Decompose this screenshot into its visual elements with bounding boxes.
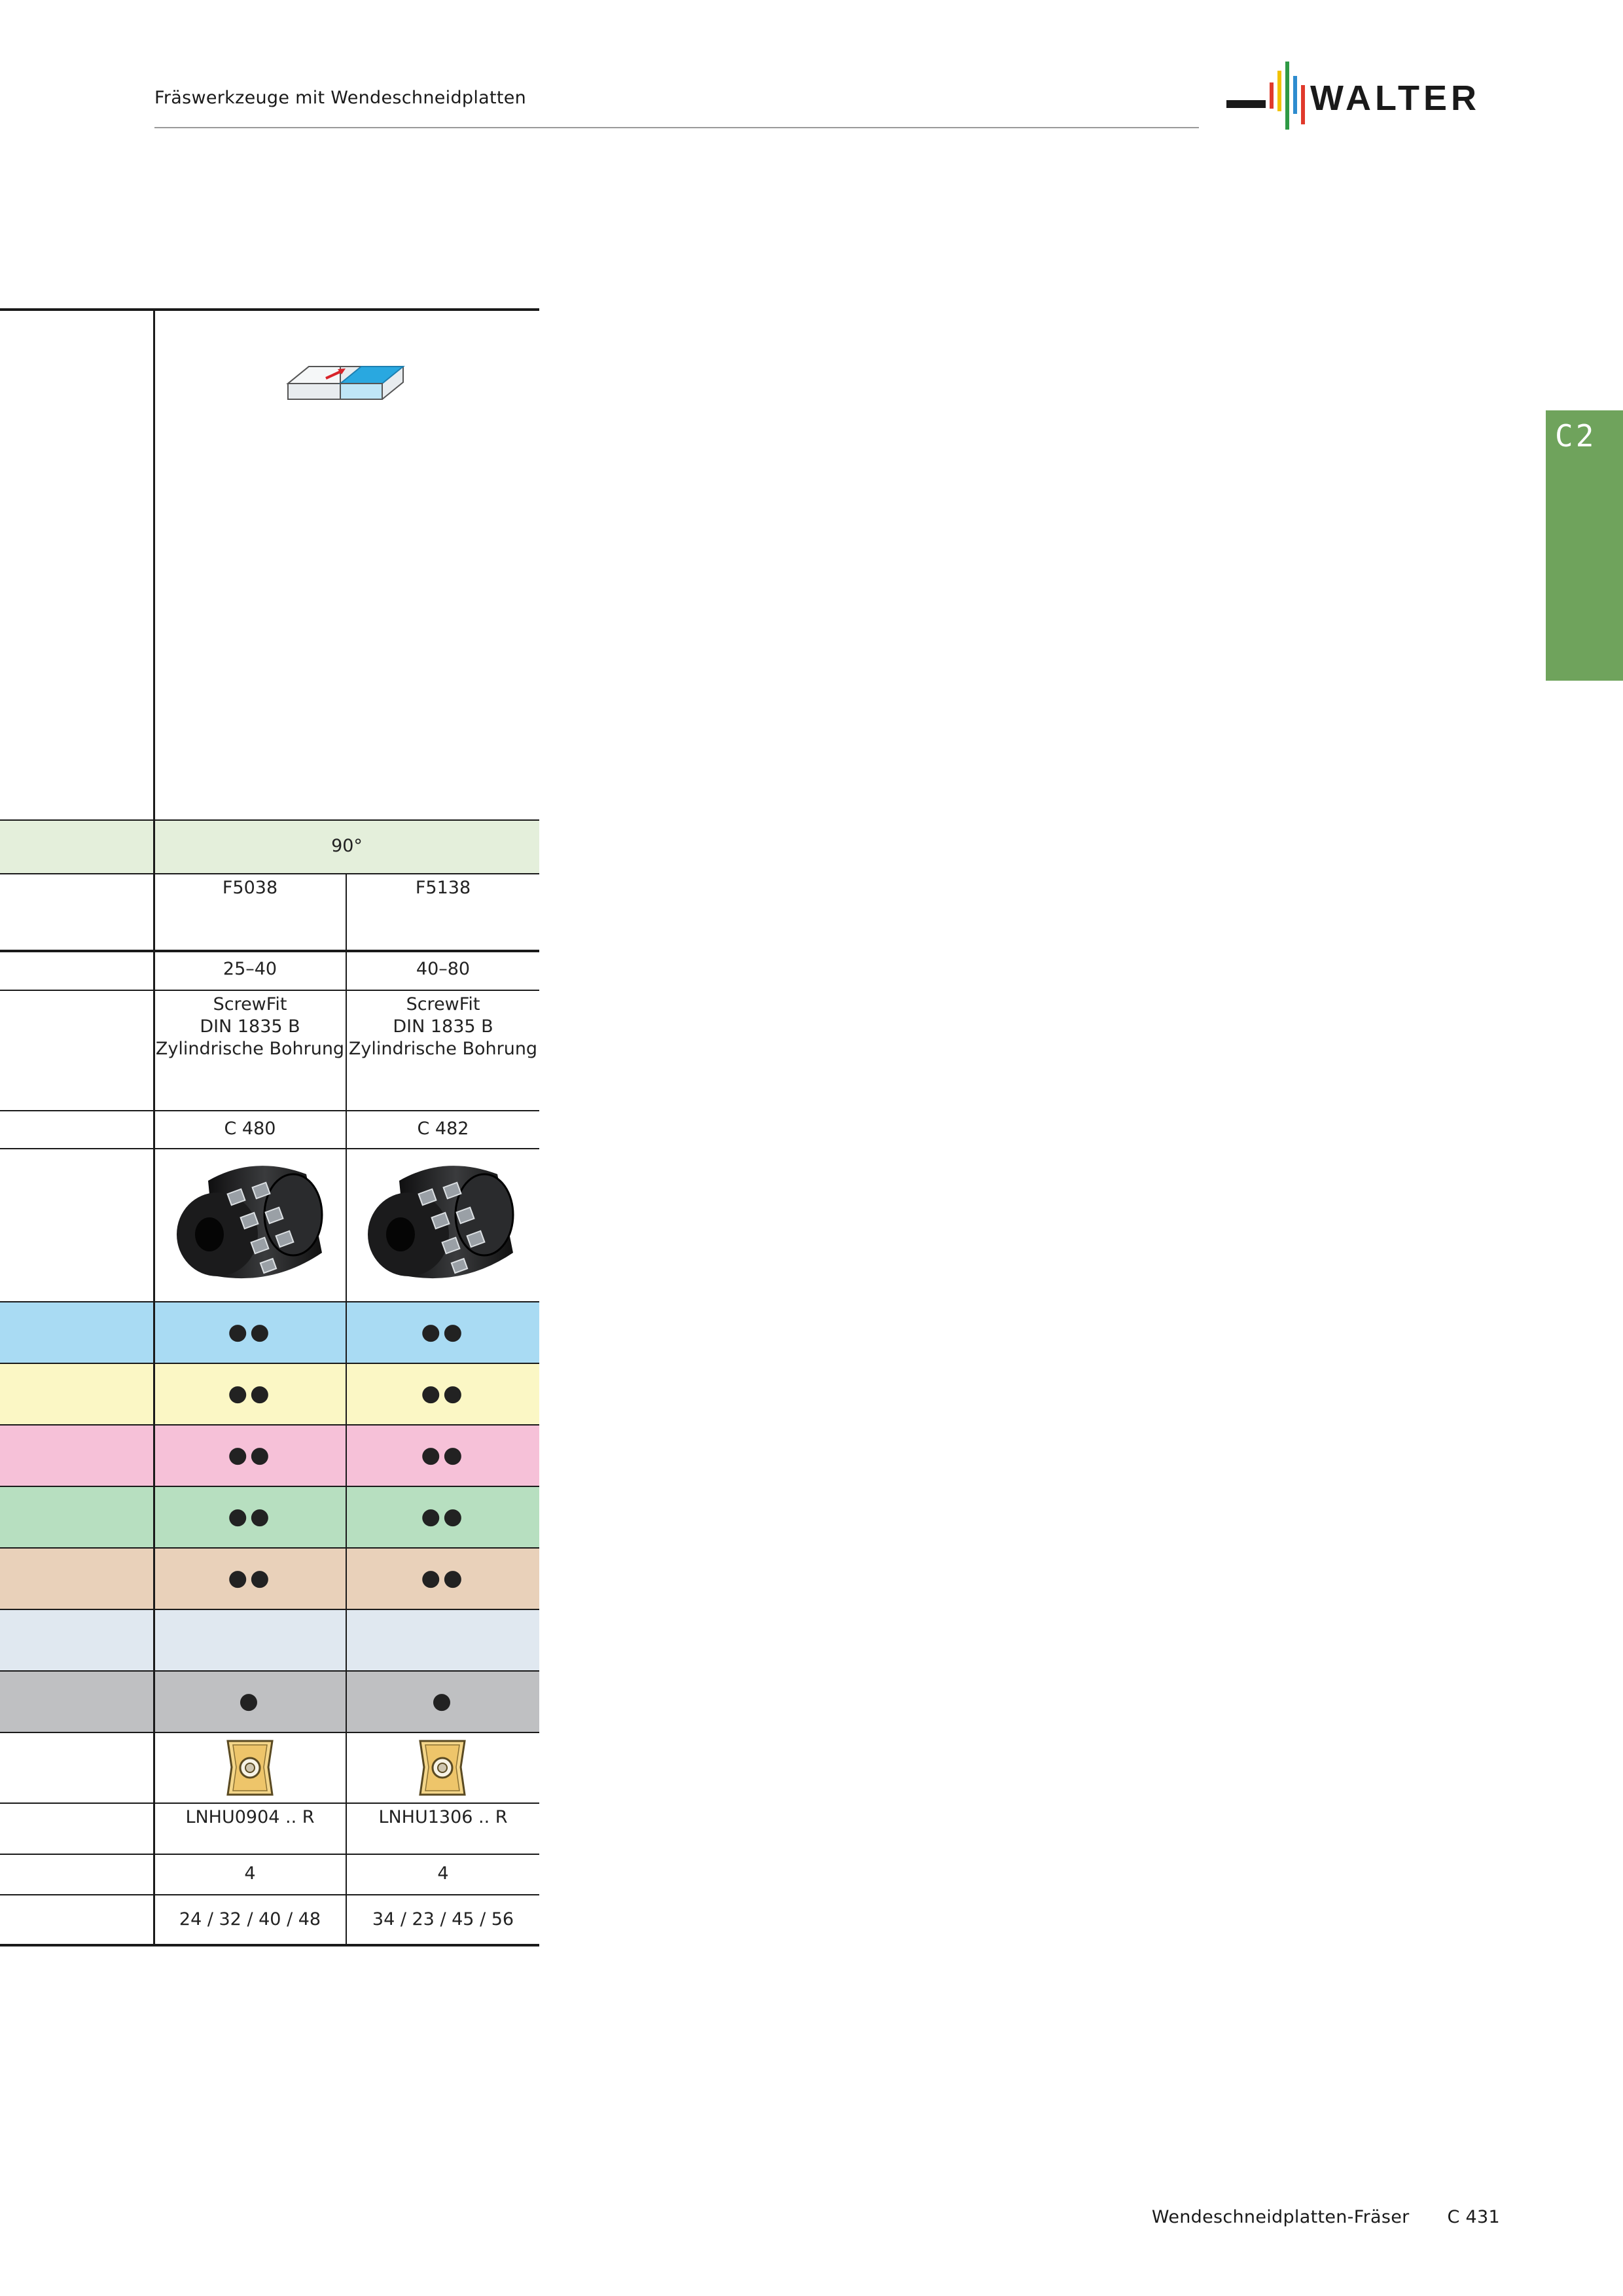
mounting-line: Zylindrische Bohrung [155,1039,345,1059]
suitability-s-1: ●● [228,1565,272,1591]
suitability-s-2: ●● [421,1565,465,1591]
row-rule [0,990,539,991]
suitability-k-2: ●● [421,1442,465,1468]
row-rule [0,873,539,874]
table-bottom-rule [0,1944,539,1946]
angle-value: 90° [331,836,363,856]
footer-section: Wendeschneidplatten-Fräser [1151,2207,1410,2227]
row-rule [0,1854,539,1855]
column-rule [153,308,155,1946]
suitability-n-2: ●● [421,1503,465,1530]
row-rule [0,1110,539,1111]
mounting-line: DIN 1835 B [393,1016,493,1037]
section-tab[interactable]: C2 [1546,410,1623,681]
material-band-o [0,1672,539,1732]
angle-band [0,821,539,873]
row-rule [0,1894,539,1895]
mounting-1: ScrewFit DIN 1835 B Zylindrische Bohrung [154,994,346,1060]
milling-cutter-image-2 [368,1166,514,1279]
row-rule [0,1732,539,1733]
row-rule [0,1148,539,1149]
material-band-m [0,1364,539,1424]
grades-2: 34 / 23 / 45 / 56 [372,1909,514,1929]
material-band-n [0,1487,539,1547]
suitability-m-1: ●● [228,1380,272,1407]
row-rule [0,1547,539,1549]
row-rule [0,950,539,952]
material-band-k [0,1426,539,1486]
row-rule [0,1670,539,1672]
section-tab-label: C2 [1555,418,1597,454]
header-rule [154,127,1199,128]
insert-icon-2 [419,1740,466,1796]
page-header-title: Fräswerkzeuge mit Wendeschneidplatten [154,88,527,108]
diameter-range-1: 25–40 [223,959,277,979]
row-rule [0,1301,539,1302]
suitability-m-2: ●● [421,1380,465,1407]
diameter-range-2: 40–80 [416,959,471,979]
mounting-line: DIN 1835 B [200,1016,300,1037]
insert-designation-2: LNHU1306 .. R [378,1807,508,1827]
material-band-h [0,1610,539,1670]
insert-icon-1 [226,1740,274,1796]
cutting-edges-2: 4 [437,1863,449,1884]
tool-code-1: F5038 [222,878,278,898]
suitability-p-1: ●● [228,1319,272,1345]
insert-designation-1: LNHU0904 .. R [185,1807,315,1827]
suitability-k-1: ●● [228,1442,272,1468]
shoulder-milling-icon [286,366,405,400]
walter-logo: WALTER [1226,62,1480,130]
mounting-line: ScrewFit [406,994,480,1014]
tool-code-2: F5138 [415,878,471,898]
row-rule [0,1609,539,1610]
row-rule [0,1803,539,1804]
grades-1: 24 / 32 / 40 / 48 [179,1909,321,1929]
row-rule [0,1486,539,1487]
row-rule [0,1363,539,1364]
cutting-edges-1: 4 [244,1863,256,1884]
milling-cutter-image-1 [177,1166,323,1279]
mounting-line: ScrewFit [213,994,287,1014]
brand-text: WALTER [1310,79,1480,118]
suitability-p-2: ●● [421,1319,465,1345]
catalog-page-link-2[interactable]: C 482 [417,1119,469,1139]
column-rule [346,874,347,1945]
suitability-n-1: ●● [228,1503,272,1530]
page-footer: Wendeschneidplatten-Fräser C 431 [1152,2207,1500,2227]
table-top-rule [0,308,539,311]
page-number: C 431 [1447,2207,1500,2227]
material-band-s [0,1549,539,1609]
mounting-line: Zylindrische Bohrung [348,1039,538,1059]
tool-table: 90° F5038 F5138 25–40 40–80 ScrewFit DIN… [0,0,539,2296]
row-rule [0,819,539,821]
mounting-2: ScrewFit DIN 1835 B Zylindrische Bohrung [347,994,539,1060]
suitability-o-2: ● [432,1688,454,1714]
material-band-p [0,1302,539,1363]
row-rule [0,1424,539,1426]
catalog-page-link-1[interactable]: C 480 [224,1119,276,1139]
suitability-o-1: ● [239,1688,261,1714]
